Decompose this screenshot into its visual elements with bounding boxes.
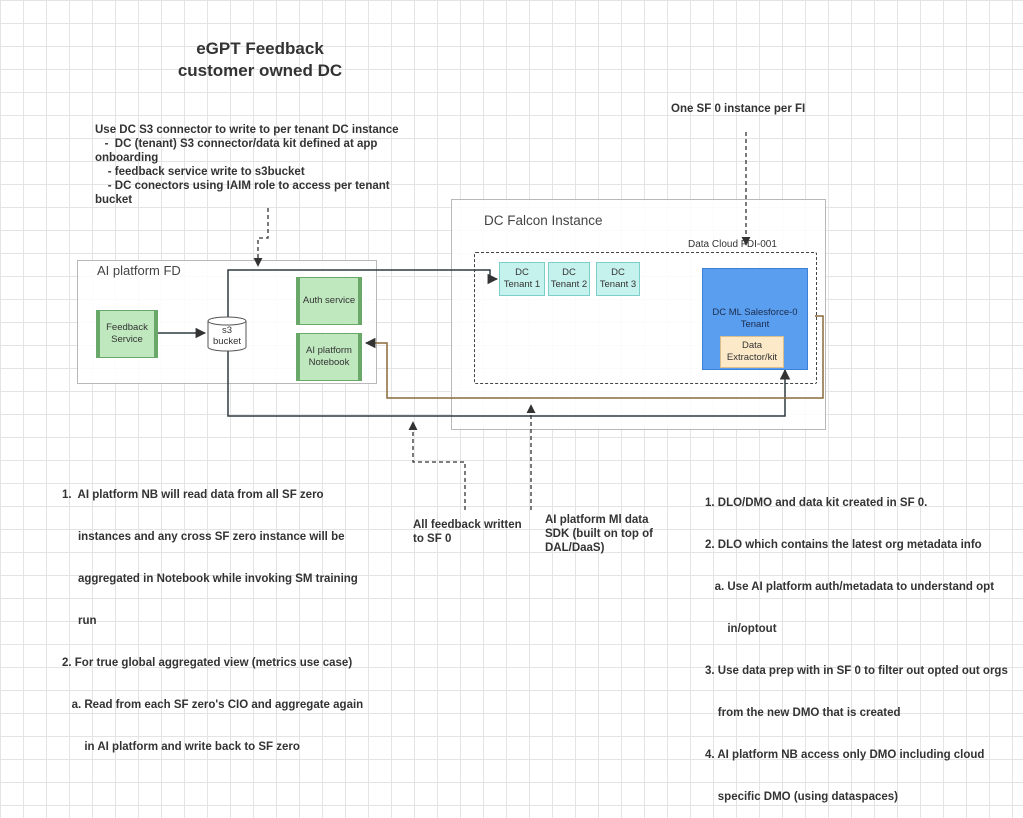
pointer-top-note [253,208,269,267]
data-cloud-frame [474,252,817,384]
arrow-s3-to-ml-tenant [227,350,791,417]
feedback-service-box[interactable]: Feedback Service [96,310,158,358]
note-right-line-5: 3. Use data prep with in SF 0 to filter … [705,665,1008,677]
diagram-title: eGPT Feedback customer owned DC [120,38,400,82]
note-feedback-sf0: All feedback written to SF 0 [413,518,522,546]
note-ml-data-sdk: AI platform Ml data SDK (built on top of… [545,513,653,555]
ai-platform-notebook-box[interactable]: AI platform Notebook [296,333,362,381]
s3-bucket-label: s3 bucket [213,325,241,347]
feedback-service-label: Feedback Service [106,322,148,345]
auth-service-box[interactable]: Auth service [296,277,362,325]
dc-tenant-1-label: DC Tenant 1 [503,267,541,290]
dc-tenant-3-label: DC Tenant 3 [599,267,637,290]
dc-tenant-2-box[interactable]: DC Tenant 2 [548,262,590,296]
dc-tenant-3-box[interactable]: DC Tenant 3 [596,262,640,296]
note-top-line-2: - DC (tenant) S3 connector/data kit defi… [95,138,378,150]
note-sdk-line-3: DAL/DaaS) [545,542,605,554]
note-top-line-4: - feedback service write to s3bucket [95,166,305,178]
data-extractor-label: Data Extractor/kit [726,340,778,363]
note-right-line-3: a. Use AI platform auth/metadata to unde… [705,581,995,593]
note-top-line-5: - DC conectors using IAIM role to access… [95,180,390,192]
s3-bucket-icon [207,316,247,352]
note-right-line-6: from the new DMO that is created [705,707,901,719]
note-left-line-6: a. Read from each SF zero's CIO and aggr… [62,699,364,711]
dc-falcon-instance-label: DC Falcon Instance [484,213,603,228]
note-left-line-3: aggregated in Notebook while invoking SM… [62,573,358,585]
note-left-line-7: in AI platform and write back to SF zero [62,741,300,753]
dc-ml-tenant-label: DC ML Salesforce-0 Tenant [712,307,798,330]
title-line-1: eGPT Feedback [196,39,324,58]
note-dlo-dmo: 1. DLO/DMO and data kit created in SF 0.… [705,468,1015,818]
arrow-ml-tenant-to-notebook [364,315,824,399]
title-line-2: customer owned DC [177,61,343,80]
note-sdk-line-1: AI platform Ml data [545,514,649,526]
note-right-line-7: 4. AI platform NB access only DMO includ… [705,749,985,761]
note-left-line-5: 2. For true global aggregated view (metr… [62,657,353,669]
connector-lines [158,132,824,510]
s3-bucket-cylinder[interactable]: s3 bucket [207,316,247,352]
note-left-line-1: 1. AI platform NB will read data from al… [62,489,324,501]
note-sdk-line-2: SDK (built on top of [545,528,653,540]
note-top-line-6: bucket [95,194,133,206]
data-cloud-label: Data Cloud FDI-001 [688,239,777,250]
data-extractor-box[interactable]: Data Extractor/kit [720,336,784,368]
note-right-line-2: 2. DLO which contains the latest org met… [705,539,982,551]
auth-service-label: Auth service [302,295,356,306]
dc-tenant-1-box[interactable]: DC Tenant 1 [499,262,545,296]
note-left-line-2: instances and any cross SF zero instance… [62,531,345,543]
note-top-line-1: Use DC S3 connector to write to per tena… [95,124,399,136]
note-sf0-instance: One SF 0 instance per FI [671,103,806,115]
ai-platform-notebook-label: AI platform Notebook [306,345,352,368]
ai-platform-fd-label: AI platform FD [97,263,181,278]
note-dc-s3-connector: Use DC S3 connector to write to per tena… [95,123,425,207]
note-notebook-aggregation: 1. AI platform NB will read data from al… [62,460,402,768]
note-feedback-line-1: All feedback written [413,519,522,531]
note-right-line-4: in/optout [705,623,777,635]
note-feedback-line-2: to SF 0 [413,533,452,545]
arrow-s3-to-tenant1 [227,269,499,318]
note-top-line-3: onboarding [95,152,159,164]
note-right-line-1: 1. DLO/DMO and data kit created in SF 0. [705,497,928,509]
note-right-line-8: specific DMO (using dataspaces) [705,791,898,803]
dc-tenant-2-label: DC Tenant 2 [550,267,588,290]
note-left-line-4: run [62,615,97,627]
pointer-feedback-note [408,421,466,510]
